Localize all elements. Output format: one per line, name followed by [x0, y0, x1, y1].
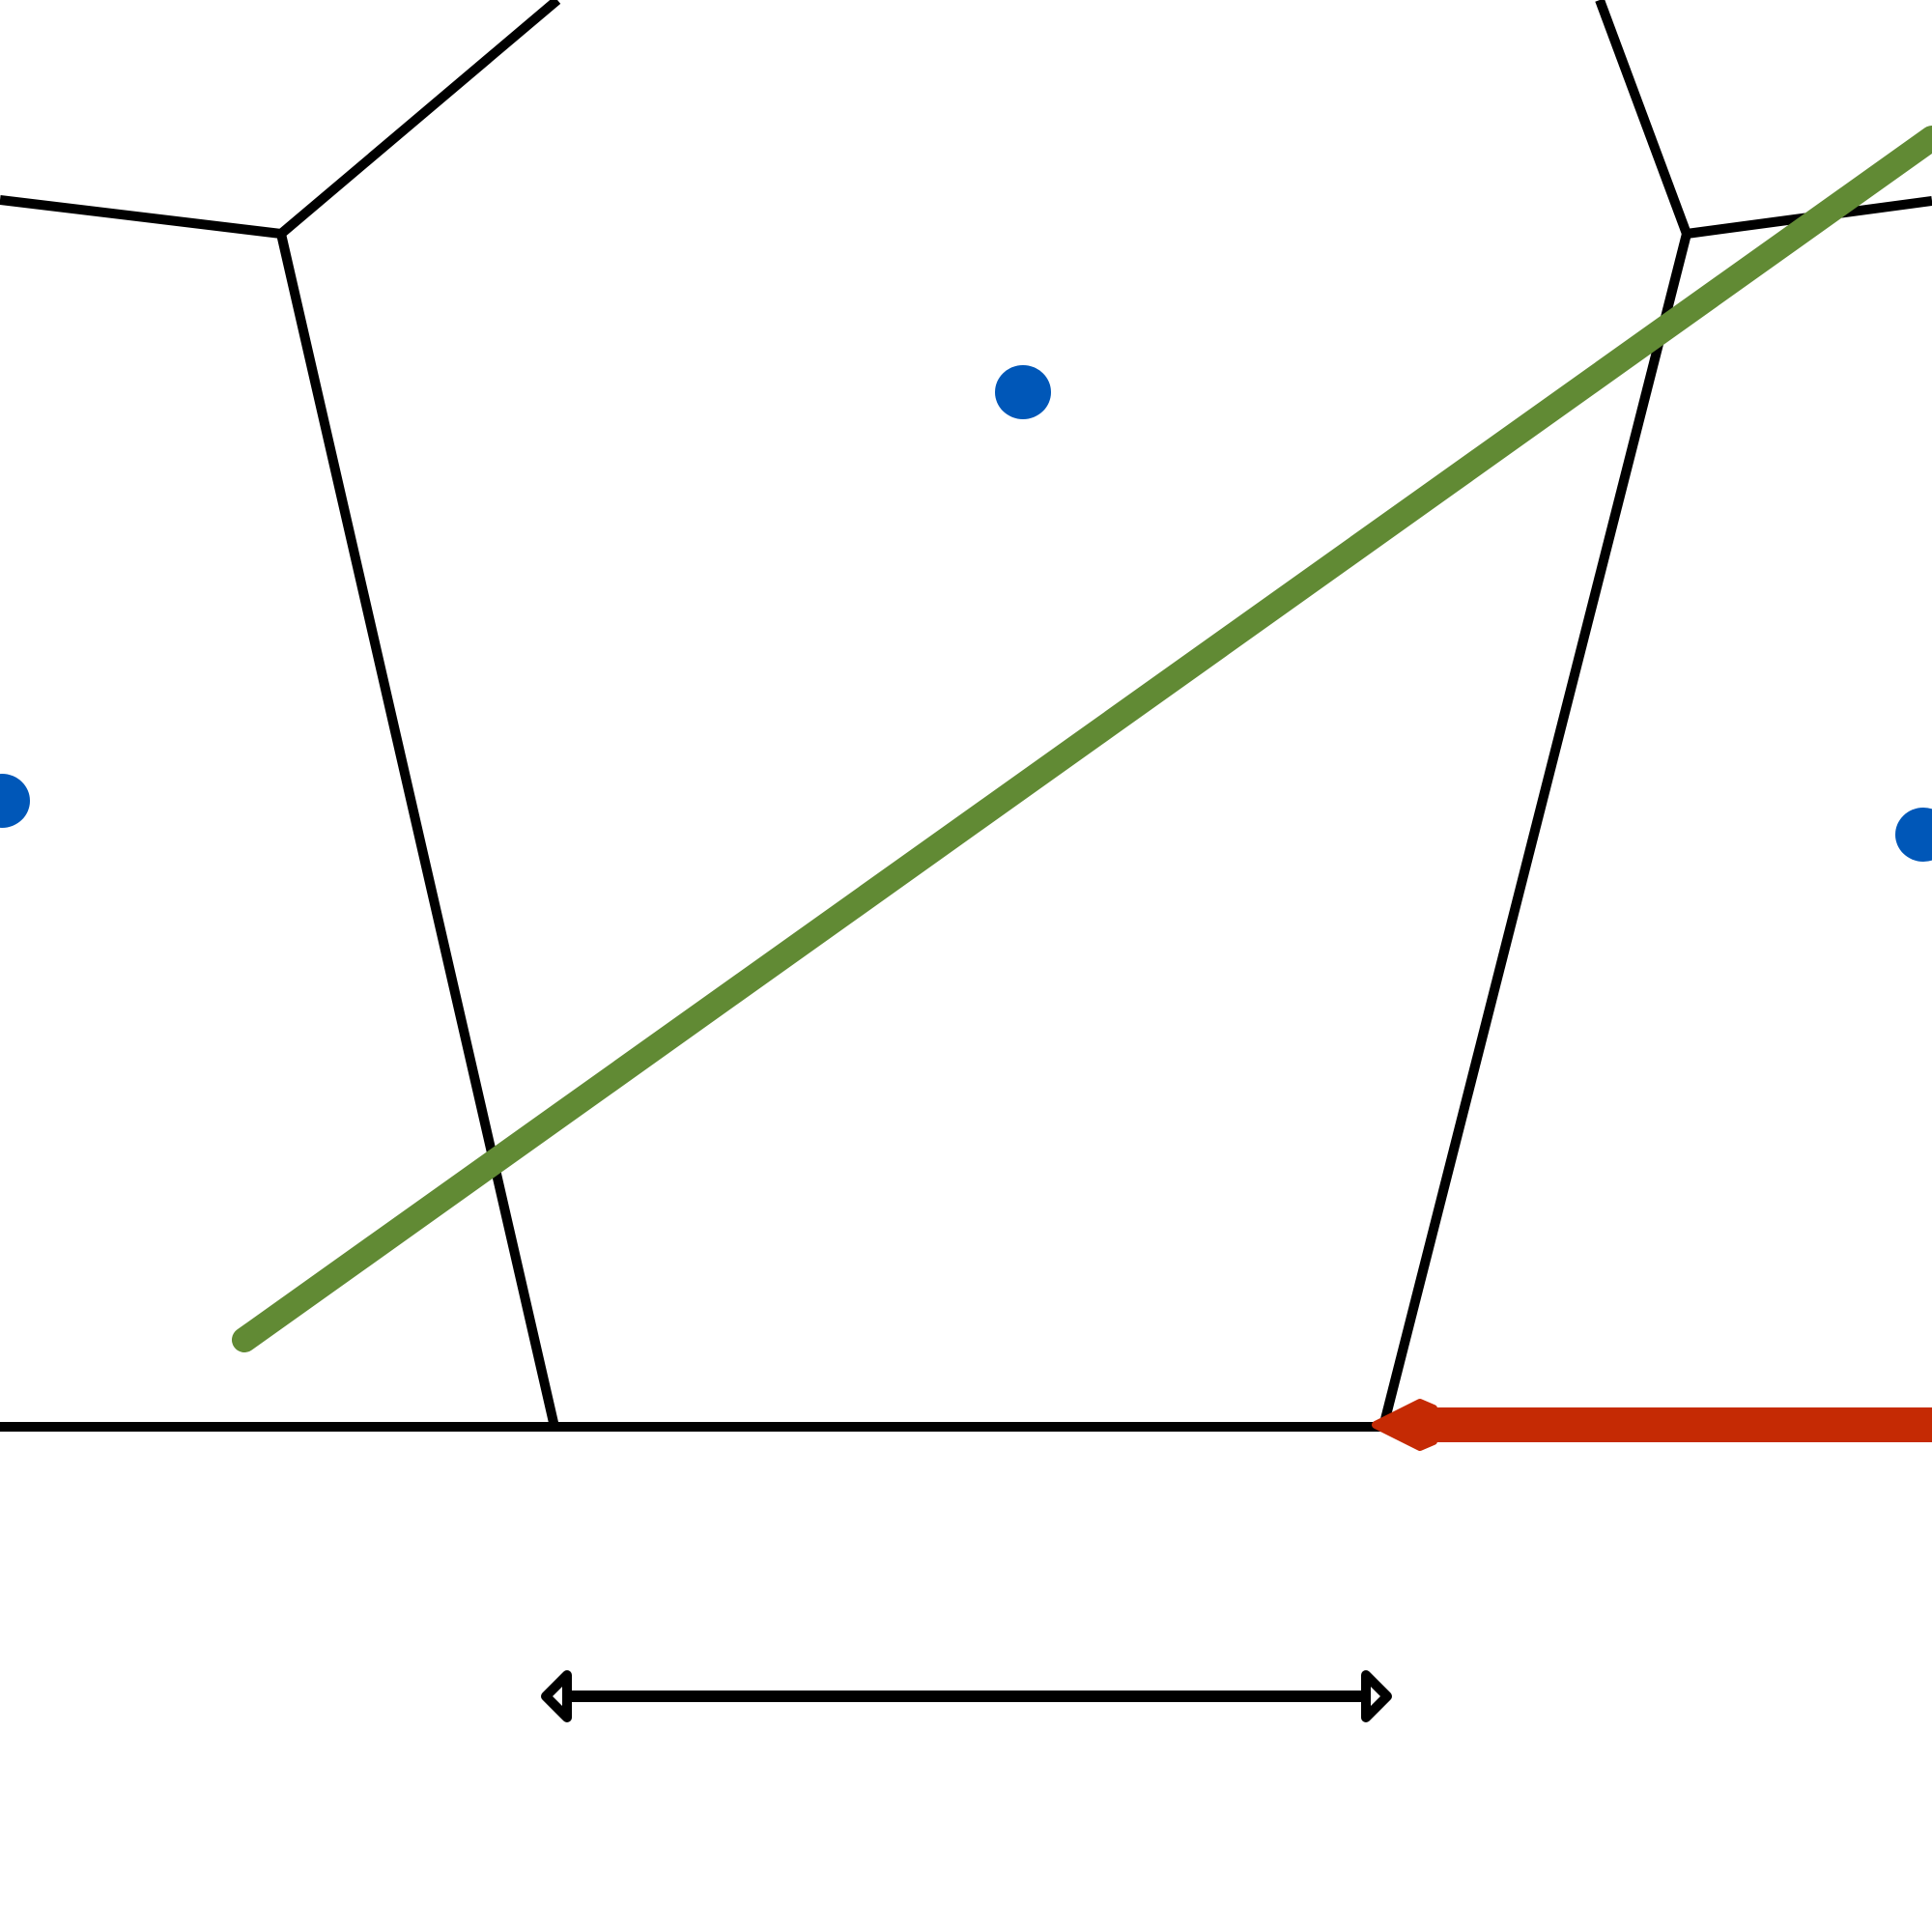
double-arrow: [541, 1670, 1392, 1722]
edge-upper-right-to-top: [1595, 0, 1691, 236]
voronoi-sites: [0, 365, 1932, 862]
edge-lower-right-to-upper-right: [1378, 232, 1691, 1429]
edge-upper-left-to-top: [277, 0, 561, 238]
red-ray-arrowhead: [1372, 1399, 1437, 1451]
edge-upper-left-to-left: [0, 195, 282, 239]
red-ray: [1372, 1399, 1932, 1451]
green-segment: [232, 126, 1932, 1352]
site-top: [995, 365, 1051, 419]
double-arrow-right-head: [1361, 1670, 1392, 1722]
site-right: [1895, 808, 1932, 862]
edge-upper-left-to-lower-left: [276, 232, 559, 1429]
voronoi-edges: [0, 0, 1932, 1432]
site-left: [0, 774, 30, 828]
double-arrow-left-head: [541, 1670, 572, 1722]
